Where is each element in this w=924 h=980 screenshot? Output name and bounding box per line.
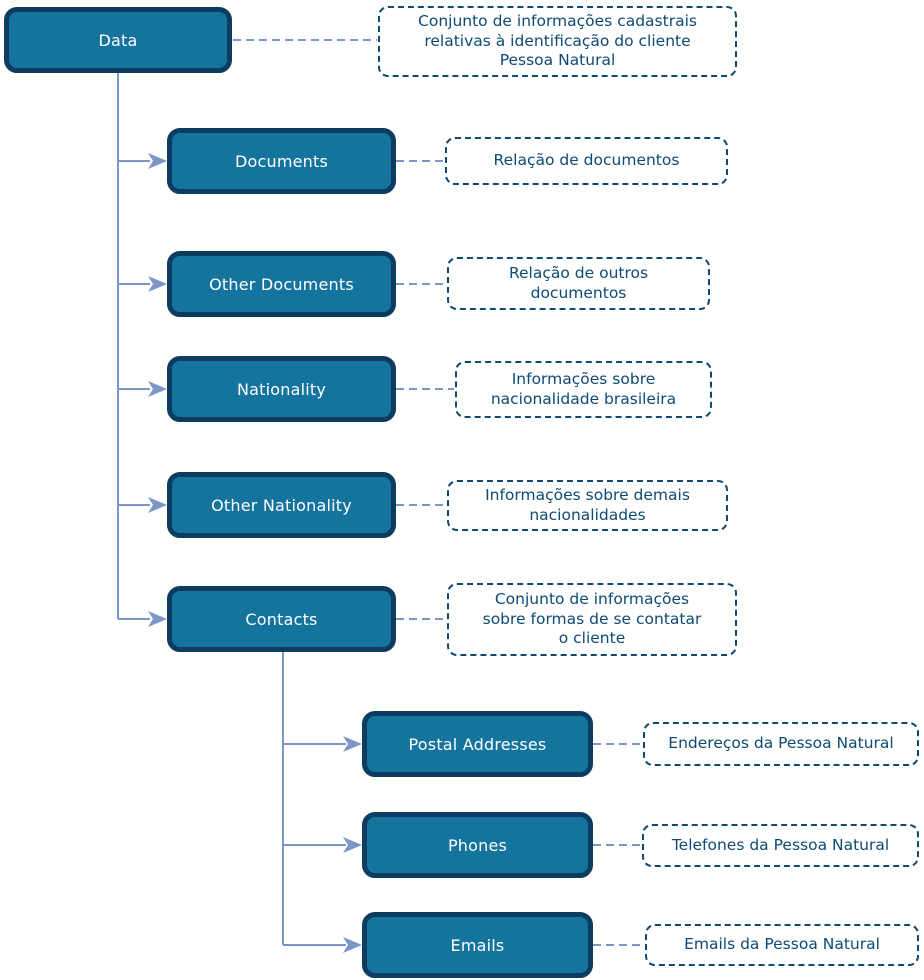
- arrowhead-emails: [343, 937, 362, 953]
- node-phones: Phones: [362, 812, 593, 878]
- arrowhead-nationality: [148, 381, 167, 397]
- node-postal-addresses: Postal Addresses: [362, 711, 593, 777]
- arrowhead-other-nationality: [148, 497, 167, 513]
- arrowhead-documents: [148, 153, 167, 169]
- note-other-documents: Relação de outros documentos: [447, 257, 710, 310]
- arrowhead-phones: [343, 837, 362, 853]
- node-data: Data: [4, 7, 232, 73]
- note-contacts: Conjunto de informações sobre formas de …: [447, 583, 737, 656]
- node-documents: Documents: [167, 128, 396, 194]
- note-nationality: Informações sobre nacionalidade brasilei…: [455, 361, 712, 418]
- node-emails: Emails: [362, 912, 593, 978]
- arrowhead-postal-addresses: [343, 736, 362, 752]
- note-data: Conjunto de informações cadastrais relat…: [378, 6, 737, 77]
- note-phones: Telefones da Pessoa Natural: [642, 824, 919, 867]
- node-other-documents: Other Documents: [167, 251, 396, 317]
- arrowhead-contacts: [148, 611, 167, 627]
- node-nationality: Nationality: [167, 356, 396, 422]
- node-contacts: Contacts: [167, 586, 396, 652]
- note-other-nationality: Informações sobre demais nacionalidades: [447, 480, 728, 531]
- note-documents: Relação de documentos: [445, 137, 728, 185]
- note-postal-addresses: Endereços da Pessoa Natural: [643, 722, 919, 766]
- note-emails: Emails da Pessoa Natural: [645, 924, 919, 966]
- arrowhead-other-documents: [148, 276, 167, 292]
- node-other-nationality: Other Nationality: [167, 472, 396, 538]
